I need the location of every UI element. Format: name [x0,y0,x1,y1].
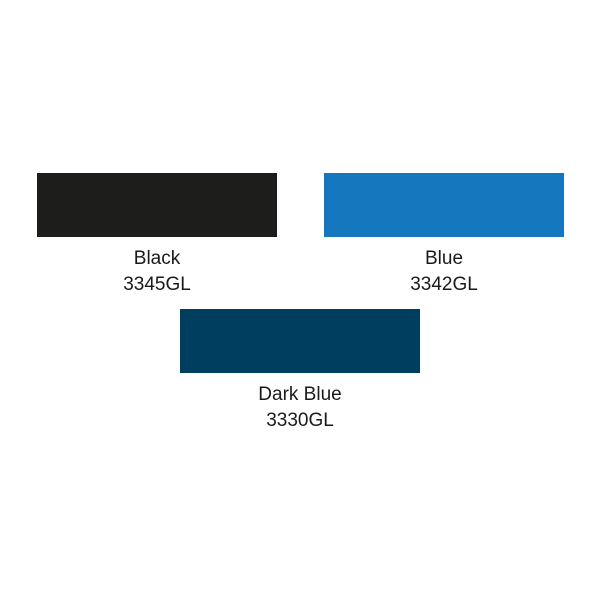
swatch-name: Blue [424,248,464,269]
swatch-color-dark-blue [180,309,420,373]
swatch-code: 3330GL [266,410,334,431]
swatch-name: Dark Blue [258,384,342,405]
swatch-card-black: Black 3345GL [37,173,277,297]
swatch-card-dark-blue: Dark Blue 3330GL [180,309,420,433]
swatch-name: Black [133,248,181,269]
swatch-card-blue: Blue 3342GL [324,173,564,297]
swatch-color-blue [324,173,564,237]
swatch-code: 3342GL [410,274,478,295]
swatch-code: 3345GL [123,274,191,295]
swatch-color-black [37,173,277,237]
